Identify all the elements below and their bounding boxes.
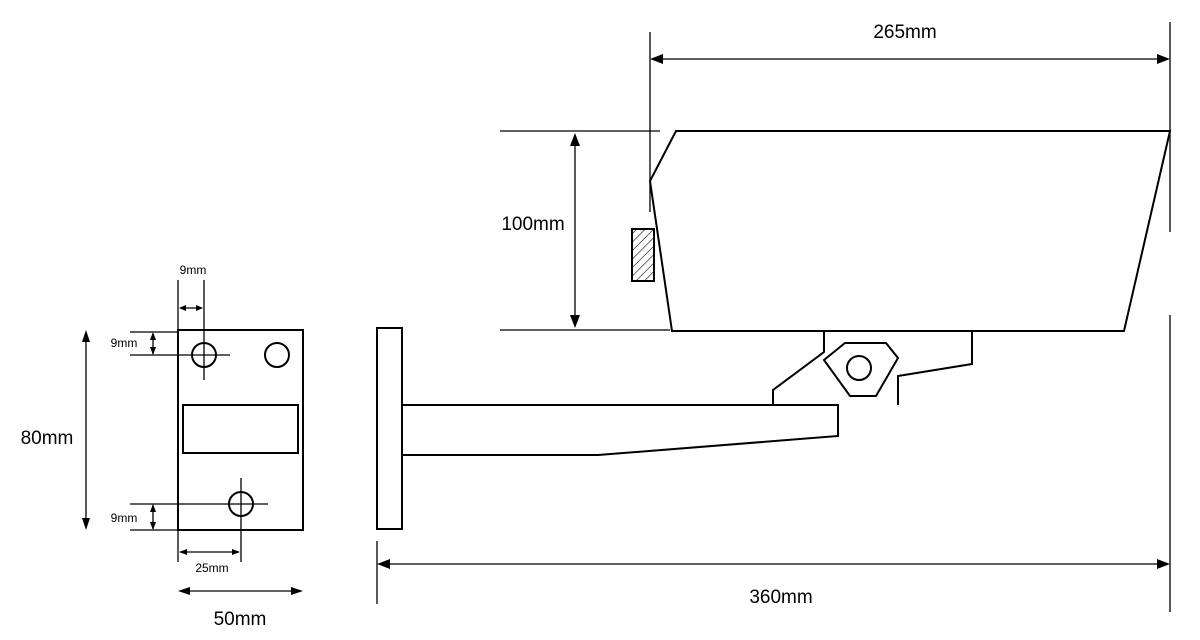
swivel-knuckle bbox=[822, 342, 900, 397]
label-housing-height: 100mm bbox=[501, 214, 564, 235]
camera-side-view bbox=[376, 130, 1172, 530]
plate-hole-top-right bbox=[264, 342, 290, 368]
swivel-bolt bbox=[846, 355, 872, 381]
dim-hole-top-y bbox=[130, 331, 178, 355]
camera-housing bbox=[648, 130, 1172, 332]
label-total-length: 360mm bbox=[749, 587, 812, 608]
wall-plate bbox=[376, 327, 403, 530]
label-plate-width: 50mm bbox=[214, 609, 267, 630]
dim-plate-height bbox=[82, 330, 90, 530]
camera-lens bbox=[631, 228, 655, 282]
mounting-plate-view bbox=[130, 322, 304, 562]
label-hole-top-y: 9mm bbox=[111, 336, 138, 350]
dim-hole-bottom-x bbox=[177, 530, 240, 562]
dim-housing-height bbox=[500, 130, 670, 331]
bracket-arm bbox=[402, 404, 839, 456]
plate-label-area bbox=[182, 404, 299, 454]
label-hole-bottom-x: 25mm bbox=[195, 561, 228, 575]
dim-hole-top-x bbox=[177, 280, 205, 330]
dim-plate-width bbox=[178, 587, 303, 595]
swivel-left bbox=[772, 330, 825, 405]
swivel-right bbox=[897, 330, 973, 405]
label-housing-length: 265mm bbox=[873, 22, 936, 43]
label-hole-bottom-y: 9mm bbox=[111, 511, 138, 525]
dim-housing-length bbox=[649, 22, 1171, 232]
label-hole-top-x: 9mm bbox=[180, 263, 207, 277]
label-plate-height: 80mm bbox=[21, 428, 74, 449]
dim-total-length bbox=[376, 315, 1171, 612]
dim-hole-bottom-y bbox=[130, 504, 178, 531]
